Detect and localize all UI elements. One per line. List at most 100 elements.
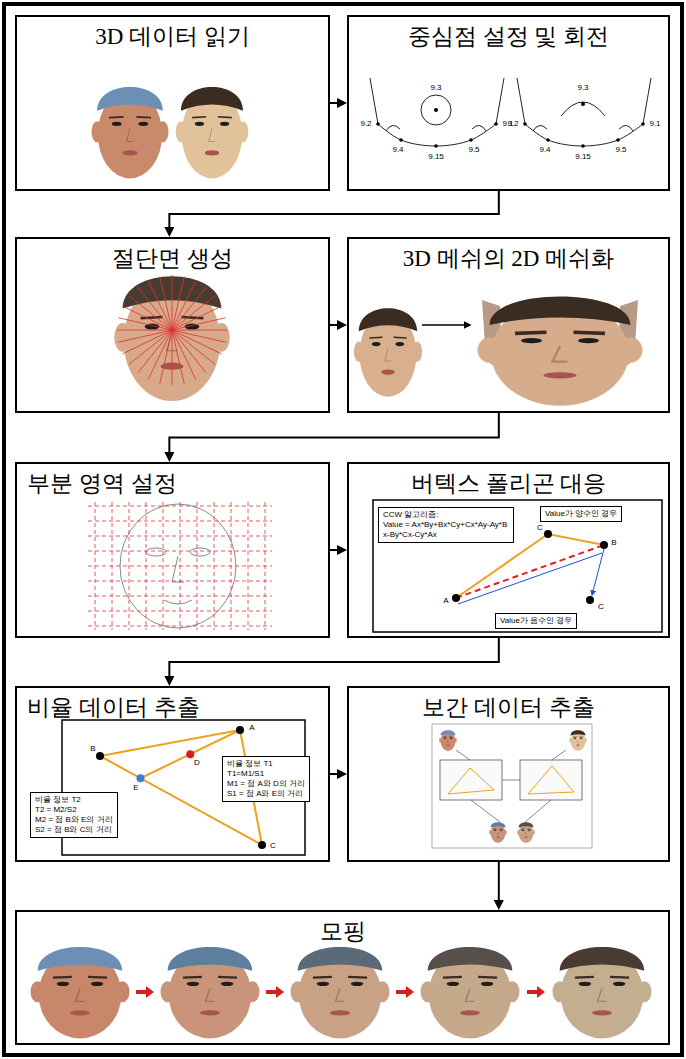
illustration-shape (544, 530, 552, 538)
illustration-shape (434, 108, 438, 112)
landmark-number: 9.15 (428, 153, 444, 161)
illustration-shape (370, 78, 378, 124)
step-title: 3D 메쉬의 2D 메쉬화 (349, 239, 668, 273)
illustration-shape (88, 551, 272, 552)
illustration-shape (527, 829, 530, 830)
landmark-number: 9.2 (360, 120, 371, 128)
illustration-shape (336, 988, 345, 1001)
illustration-shape (172, 318, 226, 330)
landmark-sketch (370, 78, 504, 148)
illustration-shape (148, 330, 172, 380)
step-title: 중심점 설정 및 회전 (349, 17, 668, 51)
illustration-shape (447, 740, 449, 743)
illustration-shape (122, 150, 137, 155)
step-title: 절단면 생성 (17, 239, 328, 273)
process-box: 부분 영역 설정 (15, 462, 330, 638)
illustration-shape (571, 731, 586, 751)
illustration-shape (496, 78, 504, 124)
illustration-shape (421, 95, 451, 125)
region-grid (88, 502, 272, 630)
illustration-shape (456, 545, 604, 598)
face-picture (569, 730, 587, 751)
note-text: CCW 알고리즘: (383, 510, 509, 520)
illustration-shape (517, 78, 525, 124)
illustration-shape (168, 947, 253, 971)
illustration-shape (53, 976, 72, 979)
illustration-shape (561, 102, 605, 116)
flow-arrow (330, 773, 341, 775)
illustration-shape (452, 594, 460, 602)
illustration-shape (456, 750, 566, 822)
illustration-shape (574, 332, 606, 333)
illustration-shape (600, 541, 608, 549)
illustration-shape (574, 738, 576, 739)
illustration-shape (181, 317, 203, 318)
morph-arrow (527, 986, 545, 998)
illustration-shape (190, 548, 210, 556)
illustration-shape (172, 330, 184, 384)
illustration-shape (576, 745, 580, 746)
note-text: Value가 음수인 경우 (500, 616, 572, 626)
illustration-shape (546, 138, 550, 142)
landmark-number: 9.1 (649, 120, 660, 128)
point-name: C (270, 842, 276, 850)
illustration-shape (163, 502, 164, 630)
illustration-shape (172, 330, 173, 385)
illustration-shape (313, 976, 332, 979)
face-picture (489, 822, 507, 843)
point-name: C (598, 603, 604, 611)
illustration-shape (372, 342, 381, 346)
landmark-number: 9.3 (430, 84, 441, 92)
face-picture (291, 947, 390, 1039)
process-box: 비율 데이터 추출비율 정보 T1T1=M1/S1M1 = 점 A와 D의 거리… (15, 686, 330, 862)
note-text: T2 = M2/S2 (35, 805, 113, 815)
illustration-shape (528, 830, 530, 831)
point-name: E (133, 784, 138, 792)
illustration-shape (192, 116, 206, 119)
morph-arrow (136, 986, 154, 998)
illustration-shape (88, 581, 272, 582)
step-title: 모핑 (17, 912, 668, 946)
illustration-shape (533, 125, 633, 131)
step-title: 비율 데이터 추출 (17, 688, 328, 722)
illustration-shape (441, 731, 456, 751)
illustration-shape (88, 596, 272, 597)
illustration-shape (97, 87, 163, 111)
face-picture (421, 947, 520, 1039)
illustration-shape (523, 122, 527, 126)
face-picture (92, 87, 169, 179)
landmark-number: 9.3 (577, 84, 588, 92)
illustration-shape (118, 330, 172, 342)
landmark-number: 9.4 (539, 146, 550, 154)
illustration-shape (434, 144, 438, 148)
illustration-shape (456, 534, 604, 598)
illustration-shape (88, 506, 272, 507)
illustration-shape (469, 138, 473, 142)
landmark-number: 9.15 (575, 153, 591, 161)
flow-arrow (169, 638, 498, 680)
flow-arrow (330, 324, 341, 326)
illustration-shape (499, 829, 502, 830)
illustration-shape (386, 125, 486, 131)
illustration-shape (109, 116, 124, 119)
illustration-shape (521, 338, 542, 343)
illustration-shape (248, 502, 249, 630)
illustration-shape (76, 988, 85, 1001)
illustration-shape (369, 336, 382, 338)
illustration-shape (88, 521, 272, 522)
landmark-number: 9.5 (615, 146, 626, 154)
illustration-shape (422, 324, 470, 326)
face-picture (176, 87, 249, 179)
illustration-shape (518, 822, 533, 827)
illustration-shape (578, 338, 599, 343)
illustration-shape (496, 837, 500, 838)
illustration-shape (490, 822, 505, 827)
illustration-shape (348, 976, 367, 979)
illustration-shape (359, 308, 417, 331)
note-box: Value가 양수인 경우 (540, 506, 622, 522)
illustration-shape (172, 330, 227, 331)
illustration-shape (91, 982, 104, 986)
illustration-shape (38, 947, 123, 971)
flow-arrow (330, 102, 341, 104)
